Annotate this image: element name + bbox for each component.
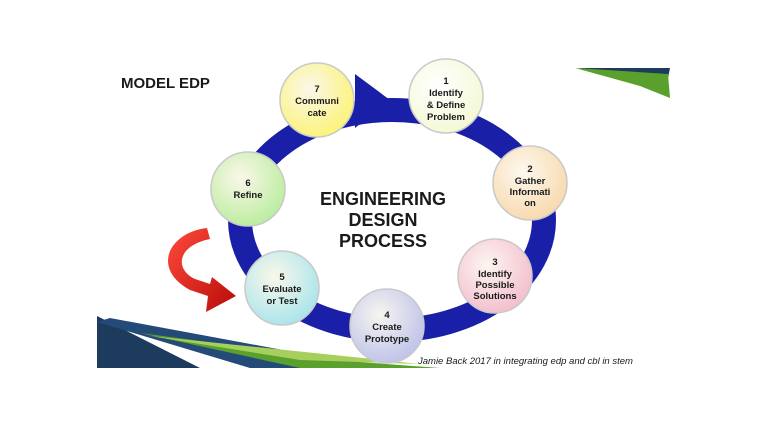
- step-4: 4 Create Prototype: [349, 288, 425, 364]
- cycle-arrowhead: [355, 74, 390, 128]
- step-2-number: 2: [527, 164, 532, 175]
- step-3: 3 Identify Possible Solutions: [457, 238, 533, 314]
- step-1: 1 Identify & Define Problem: [408, 58, 484, 134]
- step-7-line-2: cate: [307, 108, 326, 119]
- step-7-line-1: Communi: [295, 96, 339, 107]
- step-5-line-1: Evaluate: [262, 284, 301, 295]
- step-4-line-2: Prototype: [365, 334, 409, 345]
- step-2: 2 Gather Informati on: [492, 145, 568, 221]
- step-6-circle: [210, 151, 286, 227]
- step-4-circle: [349, 288, 425, 364]
- feedback-loop-arrow: [168, 228, 236, 312]
- step-1-line-2: & Define: [427, 100, 466, 111]
- step-2-line-3: on: [524, 198, 536, 209]
- step-1-line-1: Identify: [429, 88, 463, 99]
- step-6-line-1: Refine: [233, 190, 262, 201]
- step-1-circle: [408, 58, 484, 134]
- center-title-line-3: PROCESS: [339, 231, 427, 251]
- step-1-line-3: Problem: [427, 112, 465, 123]
- step-2-line-1: Gather: [515, 176, 546, 187]
- step-6: 6 Refine: [210, 151, 286, 227]
- step-3-line-3: Solutions: [473, 291, 516, 302]
- step-3-number: 3: [492, 257, 497, 268]
- slide-title: MODEL EDP: [121, 75, 210, 92]
- step-5-number: 5: [279, 272, 285, 283]
- step-7: 7 Communi cate: [279, 62, 355, 138]
- step-3-line-1: Identify: [478, 269, 512, 280]
- step-4-line-1: Create: [372, 322, 402, 333]
- step-1-number: 1: [443, 76, 449, 87]
- corner-accent-top-right: [575, 68, 670, 98]
- step-2-circle: [492, 145, 568, 221]
- step-3-line-2: Possible: [475, 280, 514, 291]
- step-7-number: 7: [314, 84, 319, 95]
- center-title-line-1: ENGINEERING: [320, 189, 446, 209]
- center-title-line-2: DESIGN: [348, 210, 417, 230]
- center-title: ENGINEERING DESIGN PROCESS: [320, 189, 446, 251]
- step-6-number: 6: [245, 178, 250, 189]
- corner-accent-bottom-left: [97, 316, 440, 368]
- step-3-circle: [457, 238, 533, 314]
- step-7-circle: [279, 62, 355, 138]
- step-5-circle: [244, 250, 320, 326]
- step-5: 5 Evaluate or Test: [244, 250, 320, 326]
- step-4-number: 4: [384, 310, 390, 321]
- step-5-line-2: or Test: [267, 296, 299, 307]
- step-2-line-2: Informati: [510, 187, 551, 198]
- credit-line: Jamie Back 2017 in integrating edp and c…: [417, 356, 633, 367]
